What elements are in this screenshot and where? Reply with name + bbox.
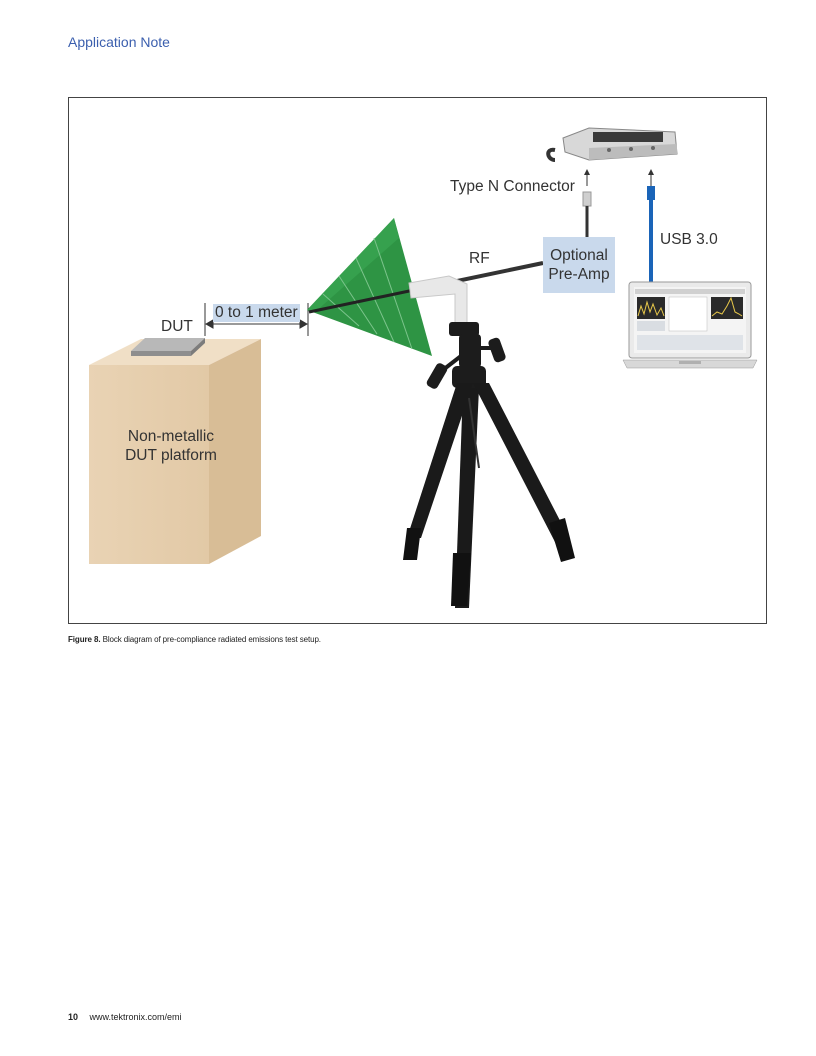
- antenna: [307, 218, 432, 356]
- usb-label: USB 3.0: [660, 231, 718, 248]
- type-n-connector: [582, 169, 592, 237]
- preamp-label-line1: Optional: [550, 247, 608, 264]
- spectrum-analyzer: [546, 127, 678, 162]
- usb-cable: [647, 169, 655, 283]
- dut-label: DUT: [161, 318, 193, 335]
- platform-label: Non-metallic DUT platform: [89, 427, 253, 465]
- platform-label-line1: Non-metallic: [127, 428, 215, 445]
- setup-illustration: [89, 127, 758, 608]
- figure-diagram: Type N Connector USB 3.0 RF Optional Pre…: [68, 97, 767, 624]
- platform-label-line2: DUT platform: [125, 447, 217, 464]
- caption-label: Figure 8.: [68, 635, 101, 644]
- rf-label: RF: [469, 250, 490, 267]
- distance-label: 0 to 1 meter: [213, 304, 300, 322]
- tripod-head: [426, 322, 506, 389]
- caption-text: Block diagram of pre-compliance radiated…: [102, 635, 321, 644]
- optional-preamp-box: Optional Pre-Amp: [543, 237, 615, 293]
- tripod-legs: [403, 383, 575, 608]
- document-header: Application Note: [68, 34, 170, 50]
- distance-arrow: [204, 303, 309, 336]
- footer-url[interactable]: www.tektronix.com/emi: [89, 1012, 182, 1022]
- dut-platform: [89, 339, 261, 564]
- laptop: [622, 281, 758, 369]
- page-footer: 10 www.tektronix.com/emi: [68, 1012, 182, 1022]
- type-n-connector-label: Type N Connector: [450, 178, 575, 195]
- preamp-label-line2: Pre-Amp: [548, 266, 610, 283]
- dut-device: [131, 338, 205, 356]
- page-number: 10: [68, 1012, 79, 1022]
- figure-caption: Figure 8. Block diagram of pre-complianc…: [68, 635, 321, 644]
